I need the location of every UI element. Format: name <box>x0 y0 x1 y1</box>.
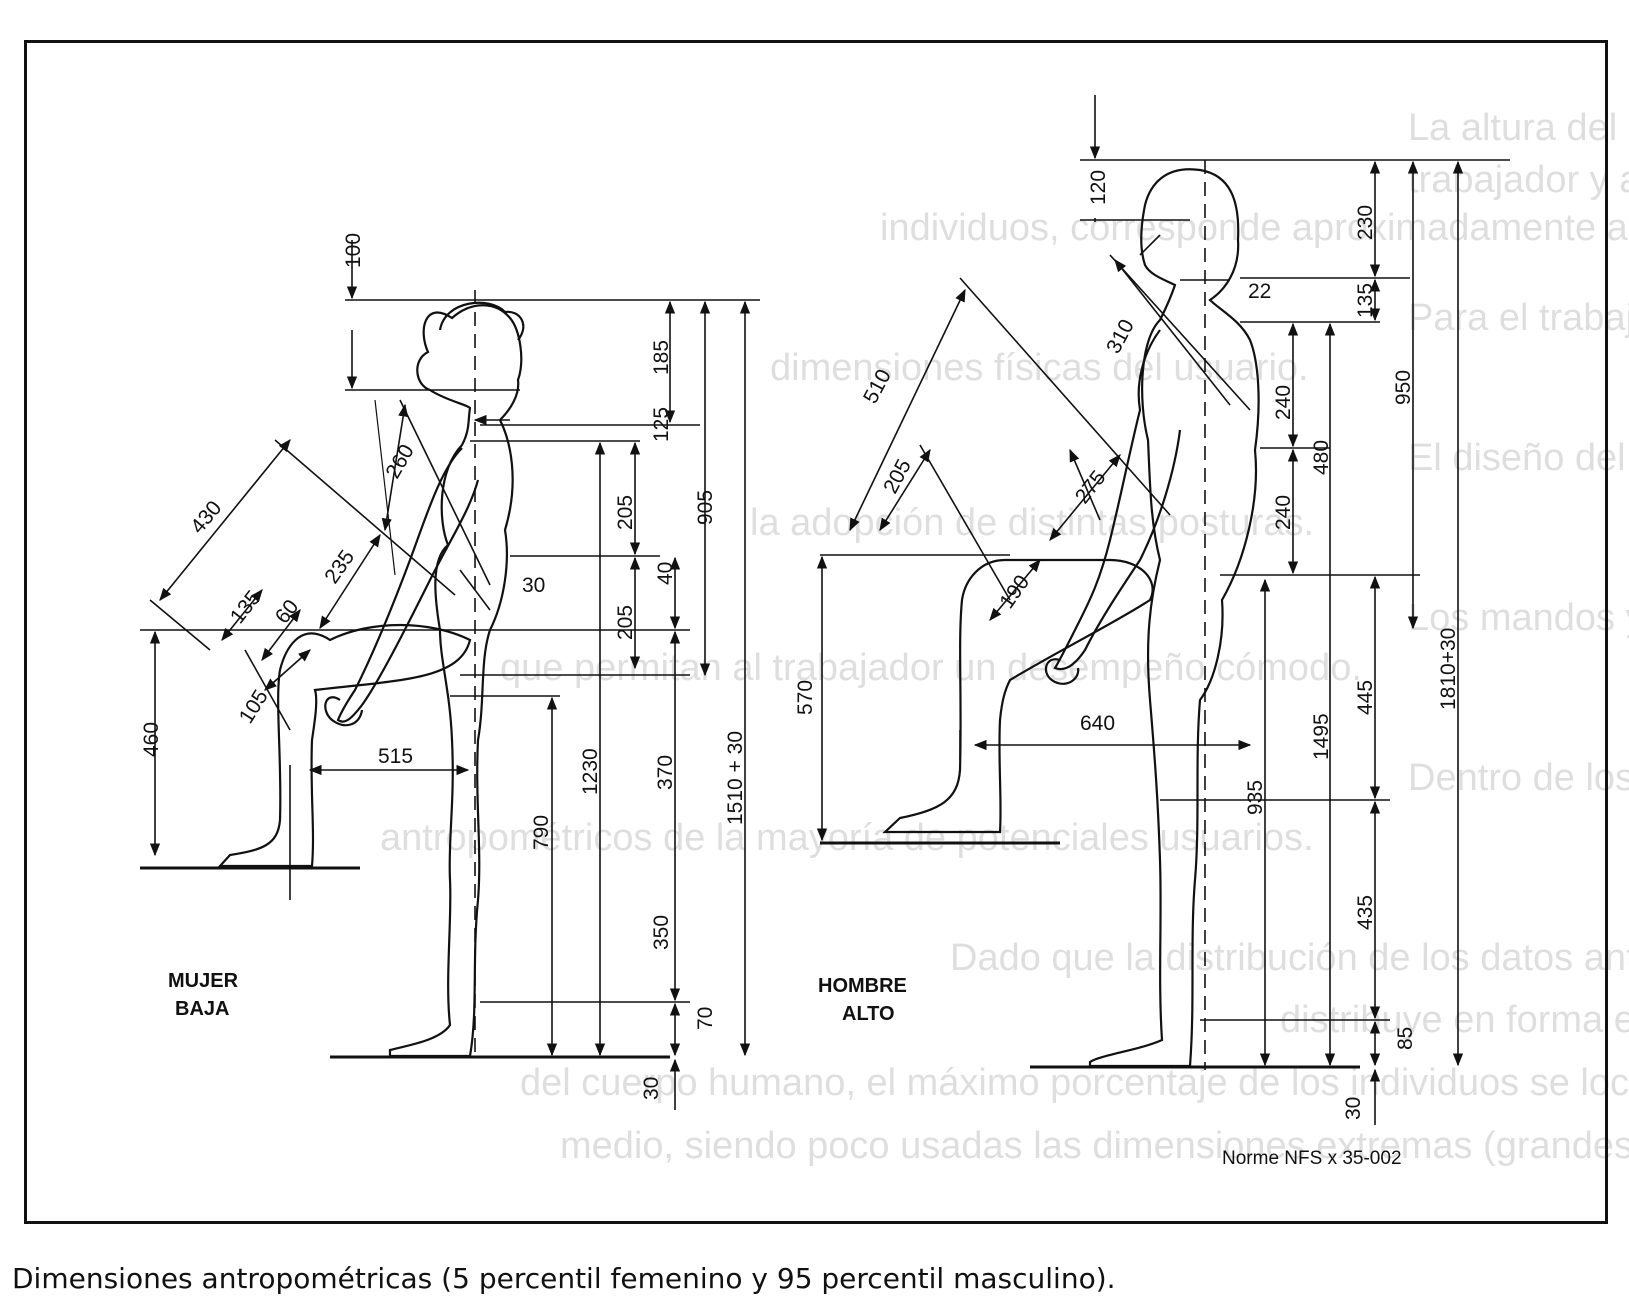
dim-label: 460 <box>140 722 163 757</box>
dim-label: 205 <box>614 605 637 640</box>
dim-label: 1230 <box>579 748 602 795</box>
dim-label: 135 <box>1354 283 1377 318</box>
dim-label: 85 <box>1394 1027 1417 1050</box>
standard-reference: Norme NFS x 35-002 <box>1222 1148 1402 1169</box>
dim-label: 30 <box>522 574 545 597</box>
male-figure <box>820 160 1360 1070</box>
bg-line: del cuerpo humano, el máximo porcentaje … <box>520 1062 1629 1104</box>
dim-label: 480 <box>1310 440 1333 475</box>
dim-label: 640 <box>1080 712 1115 735</box>
male-label-line2: ALTO <box>842 1003 895 1025</box>
dim-label: 120 <box>1087 170 1110 205</box>
dim-label: 125 <box>650 407 673 442</box>
male-dimension-lines <box>816 95 1510 1125</box>
dim-label: 235 <box>320 546 359 588</box>
female-dimension-lines <box>140 240 760 1110</box>
dim-label: 230 <box>1354 205 1377 240</box>
female-label-line2: BAJA <box>175 998 229 1020</box>
bg-line: trabajador y al tipo de tarea realizada.… <box>1408 159 1629 201</box>
dim-label: 790 <box>530 815 553 850</box>
dim-label: 240 <box>1272 495 1295 530</box>
dim-label: 515 <box>378 745 413 768</box>
dim-label: 105 <box>235 686 273 728</box>
bg-line: la adopción de distintas posturas. <box>750 502 1314 544</box>
dim-label: 30 <box>1342 1097 1365 1120</box>
dim-label: 205 <box>879 456 916 498</box>
figure-frame <box>24 40 1608 1224</box>
dim-label: 935 <box>1244 780 1267 815</box>
dim-label: 40 <box>654 562 677 585</box>
bg-line: La altura del plano de trabajo debe ser … <box>1408 107 1629 149</box>
bg-line: medio, siendo poco usadas las dimensione… <box>560 1125 1629 1167</box>
dim-label: 905 <box>694 490 717 525</box>
male-caption-label: HOMBRE ALTO <box>818 975 907 1025</box>
dim-label: 70 <box>694 1007 717 1030</box>
dim-label: 205 <box>614 495 637 530</box>
dim-label: 260 <box>381 441 418 483</box>
dim-label: 950 <box>1392 370 1415 405</box>
bg-line: Dentro de los objetivos, el diseño del p… <box>1408 757 1629 799</box>
dim-label: 570 <box>794 680 817 715</box>
dim-label: 240 <box>1272 385 1295 420</box>
dim-label: 60 <box>271 596 304 629</box>
dim-label: 100 <box>342 233 365 268</box>
female-label-line1: MUJER <box>168 970 239 992</box>
dim-label: 435 <box>1354 895 1377 930</box>
bg-line: Los mandos y herramientas de trabajo deb… <box>1408 597 1629 639</box>
bg-line: Dado que la distribución de los datos an… <box>950 937 1629 979</box>
dim-label: 370 <box>654 755 677 790</box>
dim-label: 185 <box>650 340 673 375</box>
figure-caption: Dimensiones antropométricas (5 percentil… <box>12 1262 1116 1295</box>
bg-line: individuos, corresponde aproximadamente … <box>880 207 1629 249</box>
dim-label: 30 <box>640 1077 663 1100</box>
dim-label: 1810+30 <box>1437 628 1460 710</box>
bg-line: El diseño del puesto de trabajo debe est… <box>1408 437 1629 479</box>
dim-label: 350 <box>650 915 673 950</box>
dim-label: 445 <box>1354 680 1377 715</box>
female-caption-label: MUJER BAJA <box>168 970 239 1020</box>
dim-label: 1510 + 30 <box>724 731 747 825</box>
dim-label: 510 <box>859 366 896 408</box>
bg-line: Para el trabajo en posición de sentado l… <box>1408 297 1629 339</box>
dim-label: 1495 <box>1310 713 1333 760</box>
dim-label: 22 <box>1248 280 1271 303</box>
male-label-line1: HOMBRE <box>818 975 907 997</box>
dim-label: 310 <box>1102 316 1139 358</box>
dim-label: 430 <box>186 497 226 539</box>
